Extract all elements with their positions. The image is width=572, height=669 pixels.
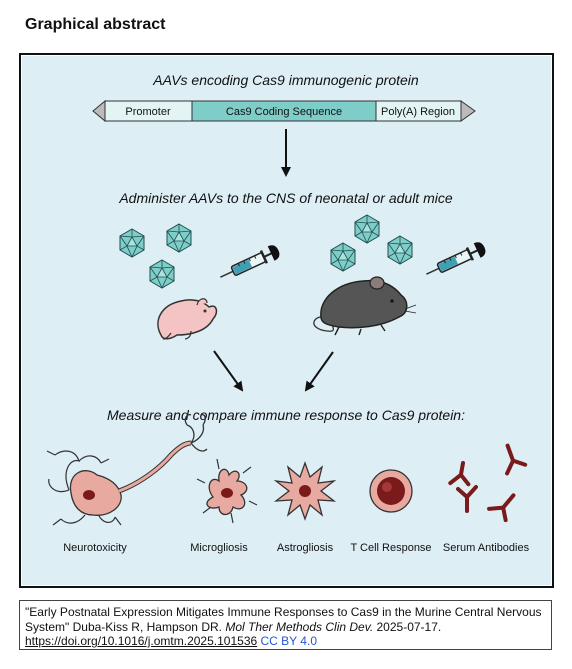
- arrow-down-right: [304, 351, 334, 392]
- doi-link[interactable]: https://doi.org/10.1016/j.omtm.2025.1015…: [25, 634, 258, 648]
- administer-heading: Administer AAVs to the CNS of neonatal o…: [118, 190, 453, 206]
- arrow-down-left: [213, 350, 244, 392]
- license-link[interactable]: CC BY 4.0: [260, 634, 317, 648]
- antibody-icon: [448, 461, 471, 487]
- outcome-label-serum-antibodies: Serum Antibodies: [443, 542, 530, 554]
- t-cell-icon: [369, 469, 413, 513]
- antibody-icon: [505, 443, 528, 476]
- citation-box: "Early Postnatal Expression Mitigates Im…: [19, 600, 552, 650]
- microglia-icon: [196, 458, 258, 524]
- aav-construct: Promoter Cas9 Coding Sequence Poly(A) Re…: [92, 99, 476, 123]
- antibody-icon: [456, 485, 478, 513]
- polya-label: Poly(A) Region: [381, 106, 455, 118]
- neonatal-mouse-icon: [157, 298, 218, 340]
- measure-heading: Measure and compare immune response to C…: [107, 407, 465, 423]
- outcome-label-astrogliosis: Astrogliosis: [277, 542, 334, 554]
- construct-heading: AAVs encoding Cas9 immunogenic protein: [152, 72, 419, 88]
- graphical-abstract-panel: AAVs encoding Cas9 immunogenic protein P…: [19, 53, 554, 588]
- neuron-icon: [46, 413, 208, 526]
- citation-text: "Early Postnatal Expression Mitigates Im…: [25, 605, 542, 634]
- citation-date: 2025-07-17.: [376, 619, 442, 634]
- outcome-label-neurotoxicity: Neurotoxicity: [63, 542, 127, 554]
- astrocyte-icon: [273, 461, 337, 521]
- page-title: Graphical abstract: [25, 16, 166, 33]
- citation-journal: Mol Ther Methods Clin Dev.: [225, 619, 374, 634]
- construct-right-arrow: [460, 100, 476, 122]
- outcome-label-microgliosis: Microgliosis: [190, 542, 248, 554]
- promoter-label: Promoter: [125, 106, 171, 118]
- outcome-label-t-cell-response: T Cell Response: [350, 542, 431, 554]
- antibody-icon: [487, 493, 516, 523]
- coding-sequence-label: Cas9 Coding Sequence: [226, 106, 342, 118]
- adult-mouse-icon: [313, 276, 417, 336]
